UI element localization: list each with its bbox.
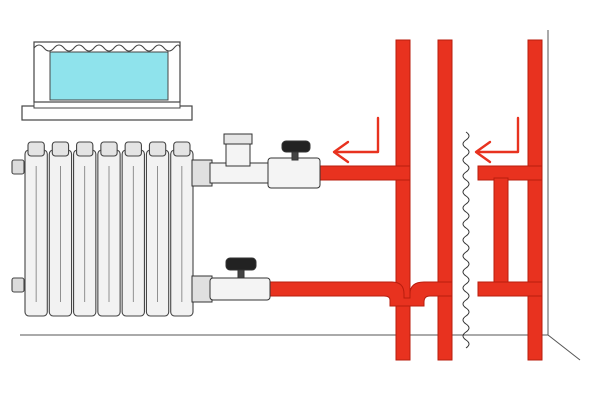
window-icon xyxy=(21,41,193,121)
radiator-upper-nipple xyxy=(191,159,213,187)
right-bypass-pipe xyxy=(493,177,509,289)
ball-valve-icon xyxy=(225,257,257,279)
supply-riser-pipe xyxy=(395,39,411,361)
valve-handle-upper xyxy=(281,140,311,153)
radiator-section-cap xyxy=(100,141,118,157)
radiator-section-cap xyxy=(51,141,70,157)
upper-union xyxy=(267,157,321,189)
radiator-lower-nipple xyxy=(191,275,213,303)
supply-flow-arrow xyxy=(334,116,380,154)
room-outline xyxy=(20,30,581,361)
lower-fitting-assembly xyxy=(191,257,271,303)
radiator-left-plug-top xyxy=(11,159,25,175)
radiator-left-plug-bottom xyxy=(11,277,25,293)
floor-line xyxy=(20,334,581,361)
radiator-section-cap xyxy=(27,141,45,157)
radiator-section-cap xyxy=(173,141,191,157)
riser-pipe-right xyxy=(527,39,543,361)
right-upper-branch xyxy=(477,165,543,181)
return-branch-pipe xyxy=(267,281,453,307)
supply-flow-arrowhead xyxy=(332,140,350,164)
upper-fitting-assembly xyxy=(191,133,321,189)
right-flow-arrow xyxy=(476,116,520,154)
right-lower-branch xyxy=(477,281,543,297)
ball-valve-icon xyxy=(281,140,311,161)
right-flow-arrowhead xyxy=(474,140,492,164)
lower-union xyxy=(209,277,271,301)
thermo-valve-cap xyxy=(223,133,253,145)
supply-branch-pipe xyxy=(317,165,411,181)
thermostatic-valve-icon xyxy=(223,133,253,167)
radiator-icon xyxy=(11,141,194,317)
flow-arrow-icon xyxy=(332,116,520,164)
window-glass xyxy=(49,51,169,101)
radiator-section-cap xyxy=(124,141,142,157)
valve-handle-lower xyxy=(225,257,257,271)
radiator-section-cap xyxy=(76,141,94,157)
wall-break-icon xyxy=(462,131,470,349)
radiator-section-cap xyxy=(148,141,167,157)
return-riser-pipe xyxy=(437,39,453,361)
pipes xyxy=(267,39,543,361)
window-top-break xyxy=(33,44,181,52)
